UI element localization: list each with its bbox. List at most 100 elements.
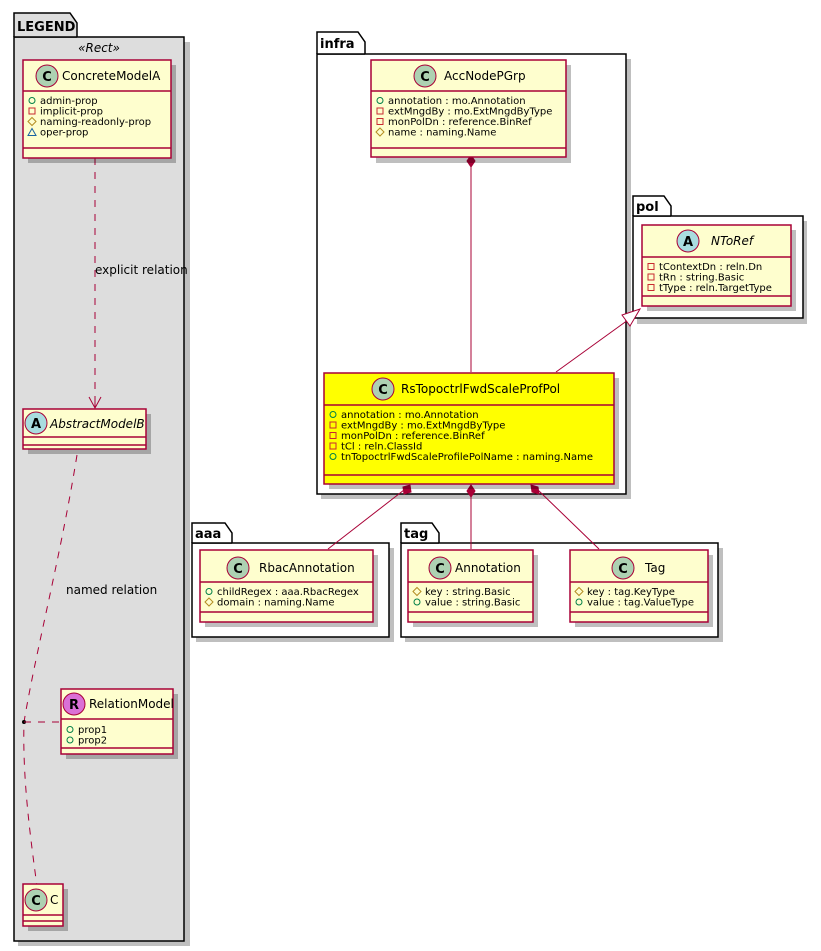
private-visibility-icon bbox=[376, 118, 384, 125]
class-concrete-model-a[interactable]: C ConcreteModelA admin-propimplicit-prop… bbox=[22, 59, 176, 163]
attribute-row: oper-prop bbox=[27, 127, 88, 139]
public-visibility-icon bbox=[66, 726, 74, 733]
package-title: tag bbox=[404, 527, 428, 542]
class-name: AccNodePGrp bbox=[444, 69, 526, 83]
attribute-row: extMngdBy : mo.ExtMngdByType bbox=[329, 421, 505, 432]
attribute-row: tnTopoctrlFwdScaleProfilePolName : namin… bbox=[329, 452, 593, 463]
attribute-text: key : tag.KeyType bbox=[587, 587, 675, 598]
svg-text:C: C bbox=[233, 562, 243, 577]
class-rbacannotation[interactable]: C RbacAnnotation childRegex : aaa.RbacRe… bbox=[199, 549, 378, 627]
attribute-row: name : naming.Name bbox=[375, 127, 496, 139]
package-title: LEGEND bbox=[17, 20, 76, 35]
attribute-text: tnTopoctrlFwdScaleProfilePolName : namin… bbox=[341, 452, 593, 463]
svg-text:C: C bbox=[420, 70, 430, 85]
svg-text:C: C bbox=[42, 70, 52, 85]
package-visibility-icon bbox=[27, 127, 37, 136]
class-accnodepgrp[interactable]: C AccNodePGrp annotation : mo.Annotation… bbox=[370, 59, 571, 163]
attribute-text: extMngdBy : mo.ExtMngdByType bbox=[388, 107, 552, 118]
private-visibility-icon bbox=[376, 107, 384, 115]
attribute-text: oper-prop bbox=[40, 128, 88, 139]
class-name: ConcreteModelA bbox=[62, 69, 161, 83]
edge-label-named: named relation bbox=[66, 583, 157, 597]
class-c[interactable]: C C bbox=[22, 883, 68, 931]
attribute-text: monPolDn : reference.BinRef bbox=[388, 117, 532, 128]
attribute-row: key : tag.KeyType bbox=[574, 586, 675, 598]
package-title: infra bbox=[320, 37, 355, 52]
edge-named-relation bbox=[23, 454, 78, 911]
package-legend: LEGEND «Rect» bbox=[13, 12, 190, 946]
attribute-row: monPolDn : reference.BinRef bbox=[376, 117, 532, 128]
attribute-text: value : string.Basic bbox=[425, 598, 520, 609]
attribute-text: prop2 bbox=[78, 736, 107, 747]
private-visibility-icon bbox=[647, 263, 655, 270]
protected-visibility-icon bbox=[412, 586, 422, 597]
attribute-row: naming-readonly-prop bbox=[27, 116, 151, 128]
attribute-text: key : string.Basic bbox=[425, 587, 511, 598]
attr-list: admin-propimplicit-propnaming-readonly-p… bbox=[27, 96, 151, 139]
attribute-text: monPolDn : reference.BinRef bbox=[341, 431, 485, 442]
class-name: Tag bbox=[644, 561, 665, 575]
attribute-text: admin-prop bbox=[40, 96, 98, 107]
class-badge-icon bbox=[226, 556, 250, 580]
private-visibility-icon bbox=[329, 432, 337, 439]
protected-visibility-icon bbox=[375, 127, 385, 137]
class-rstopoctrlfwdscaleprofpol[interactable]: C RsTopoctrlFwdScaleProfPol annotation :… bbox=[323, 372, 619, 489]
attribute-row: admin-prop bbox=[28, 96, 98, 107]
composition-diamond-icon bbox=[466, 154, 476, 168]
public-visibility-icon bbox=[329, 453, 337, 460]
edges: explicit relation named relation bbox=[22, 154, 642, 916]
class-badge-icon bbox=[611, 556, 635, 580]
class-badge-icon bbox=[35, 64, 59, 88]
attribute-text: prop1 bbox=[78, 725, 107, 736]
attribute-text: extMngdBy : mo.ExtMngdByType bbox=[341, 421, 505, 432]
private-visibility-icon bbox=[329, 442, 337, 450]
class-name: AbstractModelB bbox=[49, 417, 145, 431]
inheritance-triangle-icon bbox=[621, 308, 642, 327]
private-visibility-icon bbox=[647, 284, 655, 291]
private-visibility-icon bbox=[647, 273, 655, 281]
public-visibility-icon bbox=[28, 97, 36, 104]
class-badge-icon bbox=[371, 377, 395, 401]
class-name: C bbox=[50, 893, 58, 907]
attribute-row: tRn : string.Basic bbox=[647, 273, 744, 284]
attribute-row: value : string.Basic bbox=[413, 598, 520, 609]
attribute-row: annotation : mo.Annotation bbox=[329, 410, 479, 421]
attribute-row: prop2 bbox=[66, 736, 107, 747]
public-visibility-icon bbox=[329, 411, 337, 418]
attribute-text: tContextDn : reln.Dn bbox=[659, 262, 762, 273]
class-abstract-model-b[interactable]: A AbstractModelB bbox=[22, 408, 151, 454]
attribute-row: tContextDn : reln.Dn bbox=[647, 262, 762, 273]
attribute-text: tRn : string.Basic bbox=[659, 273, 744, 284]
public-visibility-icon bbox=[376, 97, 384, 104]
attribute-row: childRegex : aaa.RbacRegex bbox=[205, 587, 359, 598]
attribute-row: extMngdBy : mo.ExtMngdByType bbox=[376, 107, 552, 118]
stereotype-label: «Rect» bbox=[78, 41, 120, 55]
attribute-text: naming-readonly-prop bbox=[40, 117, 151, 128]
attribute-row: annotation : mo.Annotation bbox=[376, 96, 526, 107]
svg-text:A: A bbox=[31, 417, 41, 432]
attribute-row: implicit-prop bbox=[28, 107, 103, 118]
class-name: RsTopoctrlFwdScaleProfPol bbox=[401, 382, 560, 396]
public-visibility-icon bbox=[413, 598, 421, 606]
attribute-text: annotation : mo.Annotation bbox=[341, 410, 479, 421]
edge-composition-tag bbox=[537, 489, 600, 550]
attribute-row: key : string.Basic bbox=[412, 586, 511, 598]
abstract-badge-icon bbox=[24, 411, 48, 435]
class-badge-icon bbox=[24, 888, 48, 912]
abstract-badge-icon bbox=[676, 229, 700, 253]
svg-text:C: C bbox=[378, 383, 388, 398]
public-visibility-icon bbox=[66, 736, 74, 744]
attribute-row: tCl : reln.ClassId bbox=[329, 442, 422, 453]
attribute-row: prop1 bbox=[66, 725, 107, 736]
edge-generalization bbox=[555, 319, 629, 373]
